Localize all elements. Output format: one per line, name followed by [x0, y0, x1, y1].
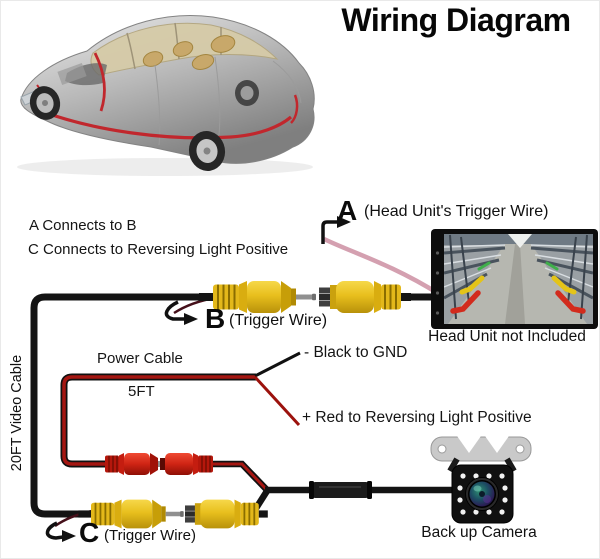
- note-c: C Connects to Reversing Light Positive: [28, 241, 289, 258]
- power-cable-outline: [60, 373, 256, 468]
- label-b-desc: (Trigger Wire): [229, 312, 328, 329]
- head-unit: [431, 229, 598, 329]
- camera-arms: [447, 457, 517, 473]
- wires: [30, 236, 456, 528]
- car-far-wheel: [235, 80, 259, 106]
- trigger-wire-pink: [323, 236, 441, 296]
- label-b-letter: B: [205, 303, 226, 334]
- screen-parking-guidelines: [450, 261, 586, 314]
- car-engine-detail: [57, 62, 87, 86]
- power-cable-wire: [62, 375, 256, 466]
- car-door-lines: [154, 56, 302, 146]
- car-shadow: [17, 158, 313, 176]
- car-seats: [142, 35, 236, 70]
- arrow-a-icon: [321, 216, 351, 244]
- video-cable-wire: [30, 293, 219, 518]
- screen-top-marker: [508, 234, 532, 248]
- black-gnd-label: - Black to GND: [304, 344, 408, 361]
- power-length-label: 5FT: [128, 383, 155, 400]
- head-unit-buttons: [435, 251, 440, 315]
- arrow-b-icon: [164, 300, 198, 325]
- note-a: A Connects to B: [29, 217, 137, 234]
- cable-inline-component: [309, 481, 372, 499]
- red-reversing-label: + Red to Reversing Light Positive: [302, 409, 532, 426]
- backup-camera: [430, 436, 532, 524]
- label-c-letter: C: [79, 517, 100, 548]
- head-unit-caption: Head Unit not Included: [428, 328, 586, 345]
- label-a-letter: A: [337, 195, 358, 226]
- camera-led-lights: [457, 473, 508, 515]
- car-front-wheel: [29, 86, 61, 120]
- car-rear-wheel: [188, 131, 226, 171]
- page-title: Wiring Diagram: [341, 2, 571, 38]
- red-junction-wire: [213, 462, 269, 492]
- black-gnd-lead: [254, 351, 301, 378]
- camera-lens-icon: [465, 477, 499, 511]
- red-junction-outline: [213, 460, 270, 493]
- red-reversing-lead: [253, 375, 301, 427]
- camera-bracket: [430, 436, 532, 462]
- label-c-desc: (Trigger Wire): [104, 527, 196, 544]
- camera-caption: Back up Camera: [421, 524, 537, 541]
- head-unit-screen: [444, 234, 593, 324]
- car-illustration: [17, 14, 315, 176]
- video-cable-label: 20FT Video Cable: [9, 354, 25, 472]
- arrow-c-icon: [45, 521, 76, 542]
- power-cable-label: Power Cable: [97, 350, 183, 367]
- rca-female-c: [184, 498, 269, 530]
- rca-female-b: [318, 280, 412, 314]
- rca-male-red: [105, 453, 162, 475]
- label-a-desc: (Head Unit's Trigger Wire): [364, 203, 549, 220]
- rca-female-red: [160, 453, 213, 475]
